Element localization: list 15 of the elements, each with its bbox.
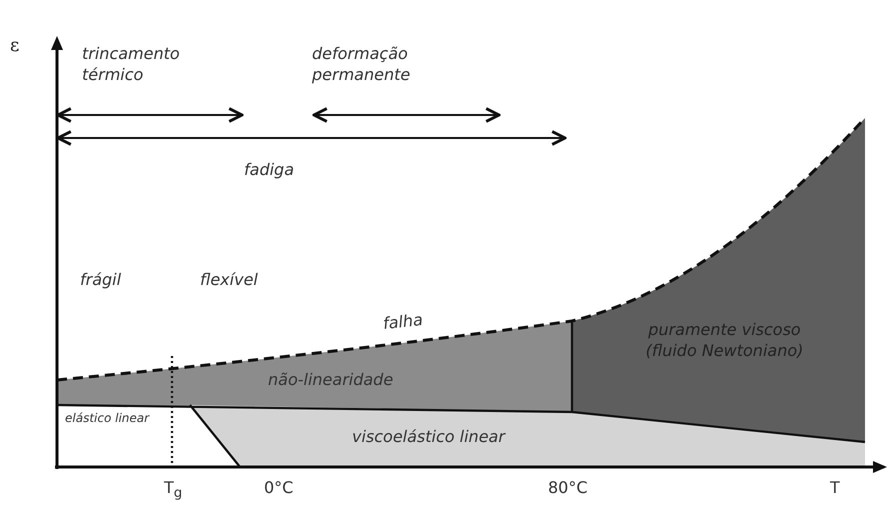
region-label: flexível	[200, 270, 258, 291]
region-label: elástico linear	[65, 411, 151, 427]
range-label: deformação permanente	[312, 44, 412, 86]
axis-label: ε	[10, 34, 20, 58]
axis-label: T	[830, 478, 840, 499]
range-label: fadiga	[244, 160, 294, 181]
region-label: não-linearidade	[268, 370, 394, 391]
region-label: viscoelástico linear	[352, 427, 505, 448]
curve-label: falha	[382, 310, 424, 335]
region-label: puramente viscoso (fluido Newtoniano)	[644, 320, 804, 362]
tick-label: T$_{g}$	[164, 478, 182, 502]
tick-label: 80°C	[548, 478, 588, 499]
tick-label: 0°C	[264, 478, 294, 499]
range-label: trincamento térmico	[82, 44, 181, 86]
region-label: frágil	[80, 270, 122, 291]
